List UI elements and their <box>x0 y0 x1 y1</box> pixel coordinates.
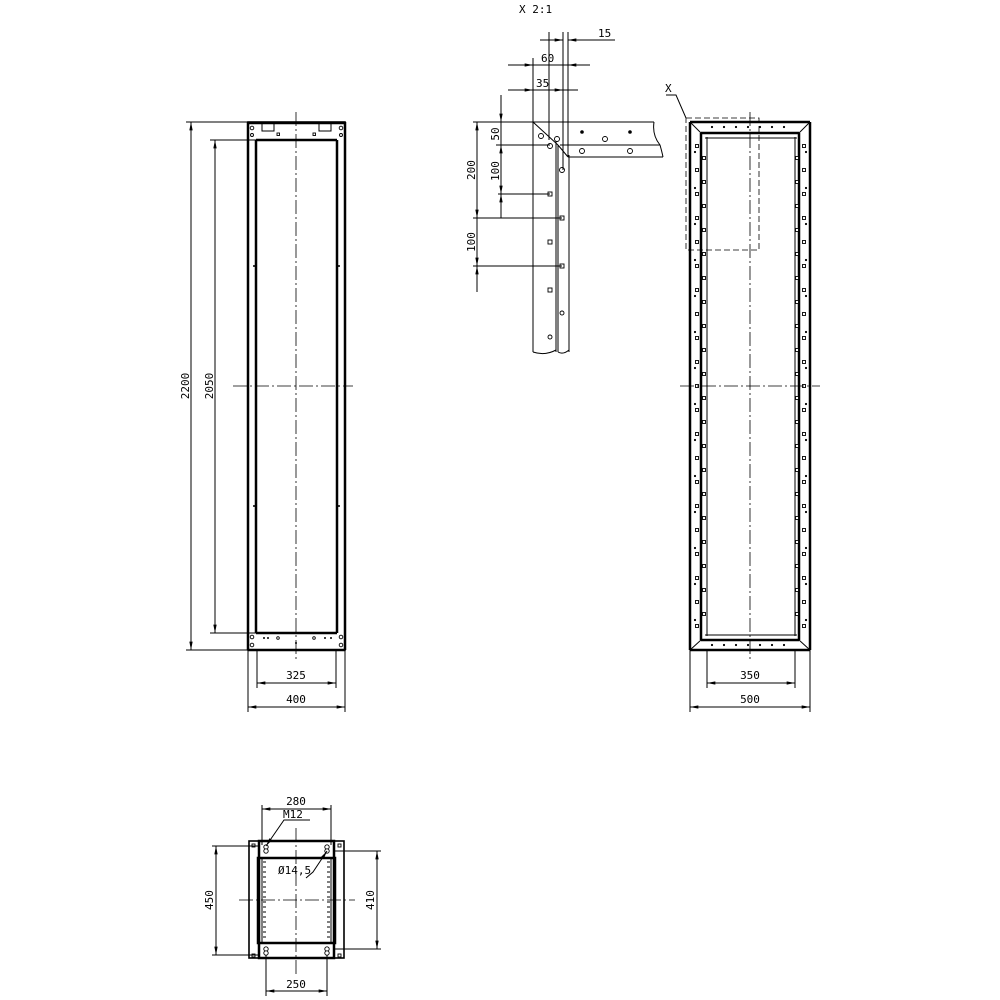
label-m12: M12 <box>283 808 303 821</box>
dim-100a: 100 <box>489 161 502 181</box>
dim-200: 200 <box>465 160 478 180</box>
dim-325: 325 <box>286 669 306 682</box>
detail-title: X 2:1 <box>519 3 552 16</box>
base-view: 280 M12 Ø14,5 450 410 250 <box>203 795 381 996</box>
dim-500: 500 <box>740 693 760 706</box>
dim-60: 60 <box>541 52 554 65</box>
dim-100b: 100 <box>465 232 478 252</box>
dim-400: 400 <box>286 693 306 706</box>
dim-350: 350 <box>740 669 760 682</box>
dim-2050: 2050 <box>203 373 216 400</box>
dim-15: 15 <box>598 27 611 40</box>
side-view: X 350 500 <box>665 82 820 712</box>
front-view: 2200 2050 325 400 <box>179 112 353 712</box>
dim-410: 410 <box>364 890 377 910</box>
dim-280: 280 <box>286 795 306 808</box>
dim-450: 450 <box>203 890 216 910</box>
dim-50: 50 <box>489 127 502 140</box>
detail-view: X 2:1 <box>465 3 664 355</box>
detail-marker: X <box>665 82 672 95</box>
dim-250: 250 <box>286 978 306 991</box>
label-hole-dia: Ø14,5 <box>278 864 311 877</box>
dim-2200: 2200 <box>179 373 192 400</box>
dim-35: 35 <box>536 77 549 90</box>
